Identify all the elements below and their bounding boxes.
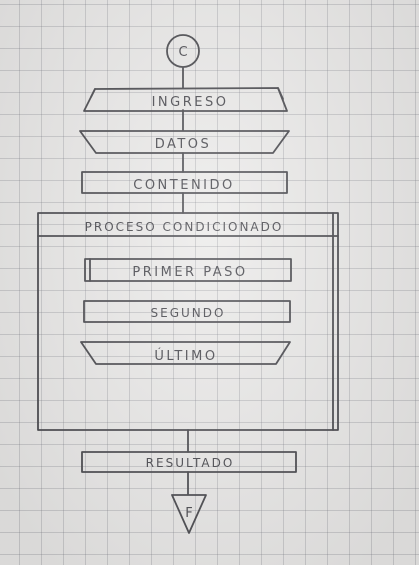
step-primer-paso-label: PRIMER PASO — [132, 265, 247, 280]
end-connector: F — [171, 494, 207, 534]
result-box-label: RESULTADO — [146, 456, 235, 470]
step-ultimo-label: ÚLTIMO — [154, 348, 217, 364]
step-segundo-shape: SEGUNDO — [83, 300, 291, 323]
condition-block-label: PROCESO CONDICIONADO — [85, 220, 284, 234]
input-ingreso-shape: INGRESO — [83, 87, 288, 112]
result-box-shape: RESULTADO — [81, 451, 297, 473]
step-ultimo-shape: ÚLTIMO — [80, 341, 291, 365]
input-datos-label: DATOS — [155, 137, 212, 152]
content-box-label: CONTENIDO — [133, 178, 235, 193]
end-connector-label: F — [185, 506, 192, 521]
input-datos-shape: DATOS — [79, 130, 290, 154]
condition-block: PROCESO CONDICIONADO — [37, 212, 339, 431]
step-segundo-label: SEGUNDO — [151, 306, 226, 320]
input-ingreso-label: INGRESO — [152, 95, 229, 110]
start-connector-label: C — [178, 45, 187, 60]
step-primer-paso-shape: PRIMER PASO — [84, 258, 292, 282]
content-box-shape: CONTENIDO — [81, 171, 288, 194]
start-connector: C — [166, 34, 200, 68]
